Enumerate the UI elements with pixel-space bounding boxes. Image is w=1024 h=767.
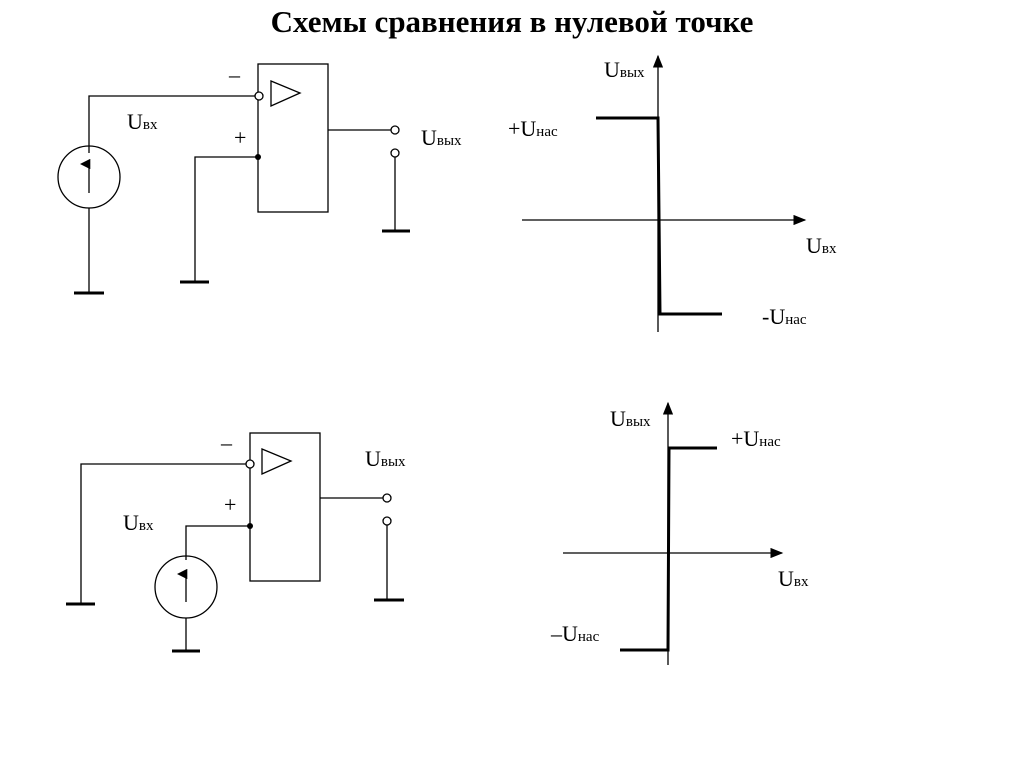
inverting-input-terminal — [245, 459, 255, 469]
slide-title: Схемы сравнения в нулевой точке — [270, 4, 754, 39]
plus-sign: + — [224, 492, 236, 517]
y-axis-label: Uвых — [604, 57, 645, 82]
output-terminal — [390, 125, 400, 135]
opamp-triangle-icon — [261, 448, 293, 476]
transfer-curve — [596, 116, 722, 316]
wire-inverting-input — [88, 95, 255, 153]
plus-sign: + — [234, 125, 246, 150]
opamp-triangle-icon — [270, 80, 302, 108]
output-ground-terminal — [382, 516, 392, 526]
transfer-curve — [620, 446, 717, 652]
scheme-noninverting: – + Uвх Uвых — [66, 430, 406, 653]
wire-noninverting-ground — [194, 156, 258, 281]
output-voltage-label: Uвых — [421, 125, 462, 150]
high-saturation-label: +Uнас — [731, 426, 781, 451]
x-axis-label: Uвх — [778, 566, 809, 591]
inverting-input-terminal — [254, 91, 264, 101]
junction-dot — [247, 523, 253, 529]
junction-dot — [255, 154, 261, 160]
y-axis-label: Uвых — [610, 406, 651, 431]
low-saturation-label: –Uнас — [550, 621, 600, 646]
x-axis-label: Uвх — [806, 233, 837, 258]
opamp-body — [249, 432, 321, 582]
minus-sign: – — [228, 62, 241, 87]
minus-sign: – — [220, 430, 233, 455]
graph-noninverting: Uвых Uвх +Uнас –Uнас — [550, 401, 809, 665]
input-voltage-label: Uвх — [123, 510, 154, 535]
opamp-body — [257, 63, 329, 213]
low-saturation-label: -Uнас — [762, 304, 807, 329]
input-voltage-label: Uвх — [127, 109, 158, 134]
high-saturation-label: +Uнас — [508, 116, 558, 141]
wire-noninverting-input — [185, 525, 250, 560]
output-voltage-label: Uвых — [365, 446, 406, 471]
graph-inverting: Uвых Uвх +Uнас -Uнас — [508, 54, 837, 332]
output-ground-terminal — [390, 148, 400, 158]
output-terminal — [382, 493, 392, 503]
wire-inverting-ground — [80, 463, 246, 603]
scheme-inverting: – + Uвх Uвых — [57, 62, 462, 295]
